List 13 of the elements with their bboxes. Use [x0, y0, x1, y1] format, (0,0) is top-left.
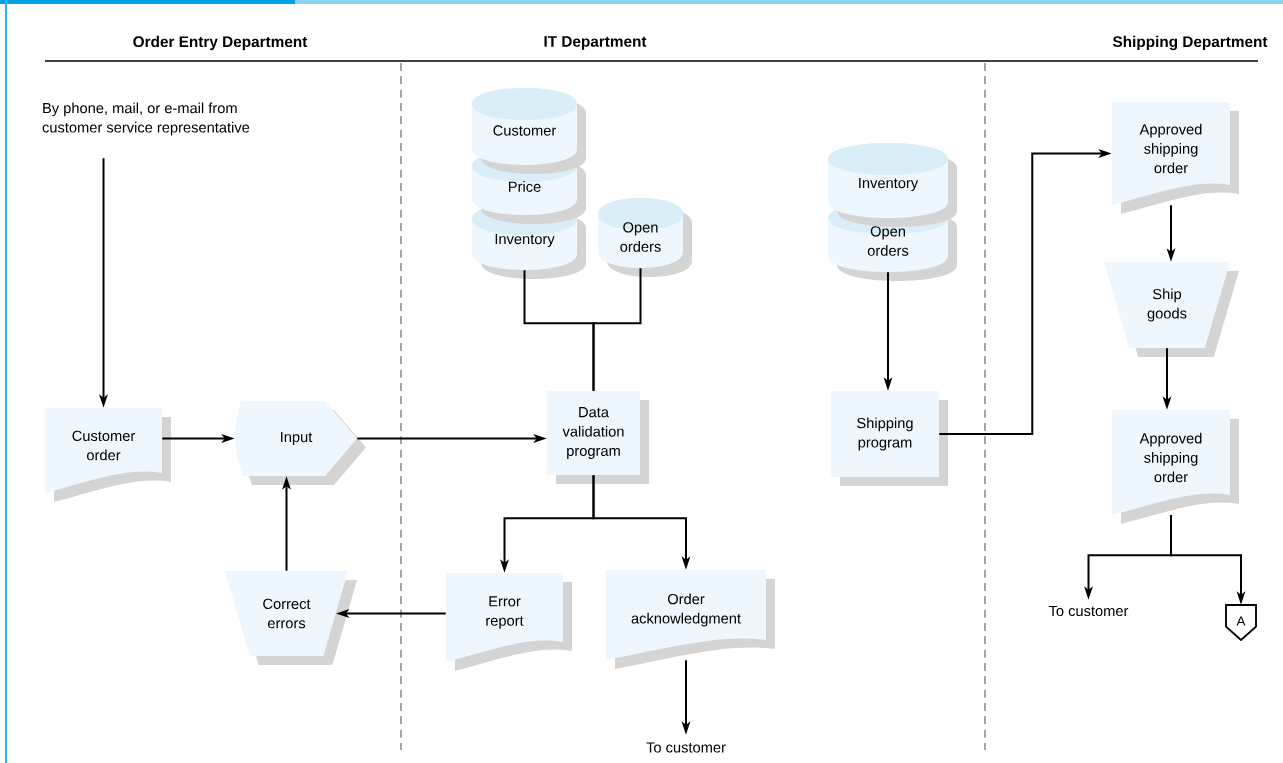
off-page-connector: A: [1225, 604, 1257, 642]
process-box: Shipping program: [831, 391, 948, 486]
source-note: By phone, mail, or e-mail from customer service representative: [42, 102, 250, 136]
database-cylinder: Inventory: [828, 143, 957, 227]
database-cylinder: Open orders: [598, 198, 692, 277]
lane-heading: Shipping Department: [1112, 35, 1268, 51]
node-label: Open orders: [867, 226, 909, 256]
lane-heading: IT Department: [544, 36, 647, 50]
database-cylinder: Customer: [472, 88, 586, 174]
destination-text: To customer: [646, 742, 726, 753]
process-box: Data validation program: [547, 391, 649, 484]
lane-heading: Order Entry Department: [133, 35, 308, 51]
destination-text: To customer: [1048, 605, 1129, 617]
